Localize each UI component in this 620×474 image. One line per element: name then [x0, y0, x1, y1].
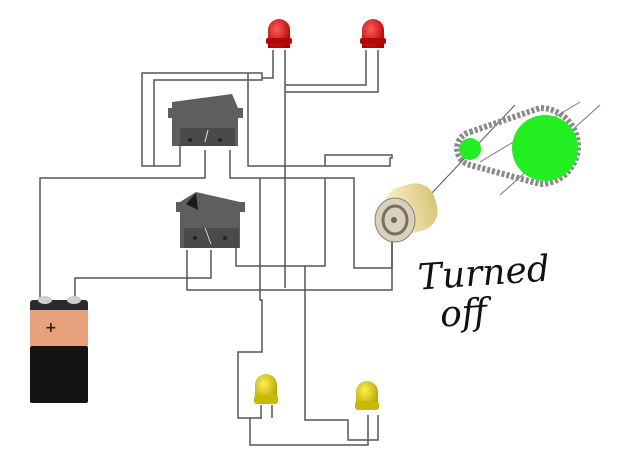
yellow-led-1 [254, 374, 278, 404]
battery: + [30, 296, 88, 403]
rocker-switch-1[interactable] [168, 94, 243, 146]
rocker-switch-2[interactable] [176, 192, 245, 248]
yellow-led-2 [355, 381, 379, 410]
dc-motor [374, 104, 516, 243]
red-led-1 [266, 19, 292, 48]
large-gear [512, 115, 578, 181]
red-led-2 [360, 19, 386, 48]
small-gear [459, 138, 481, 160]
annotation-off: off [438, 291, 489, 336]
gear-chain [454, 101, 601, 196]
battery-plus-label: + [45, 320, 57, 336]
